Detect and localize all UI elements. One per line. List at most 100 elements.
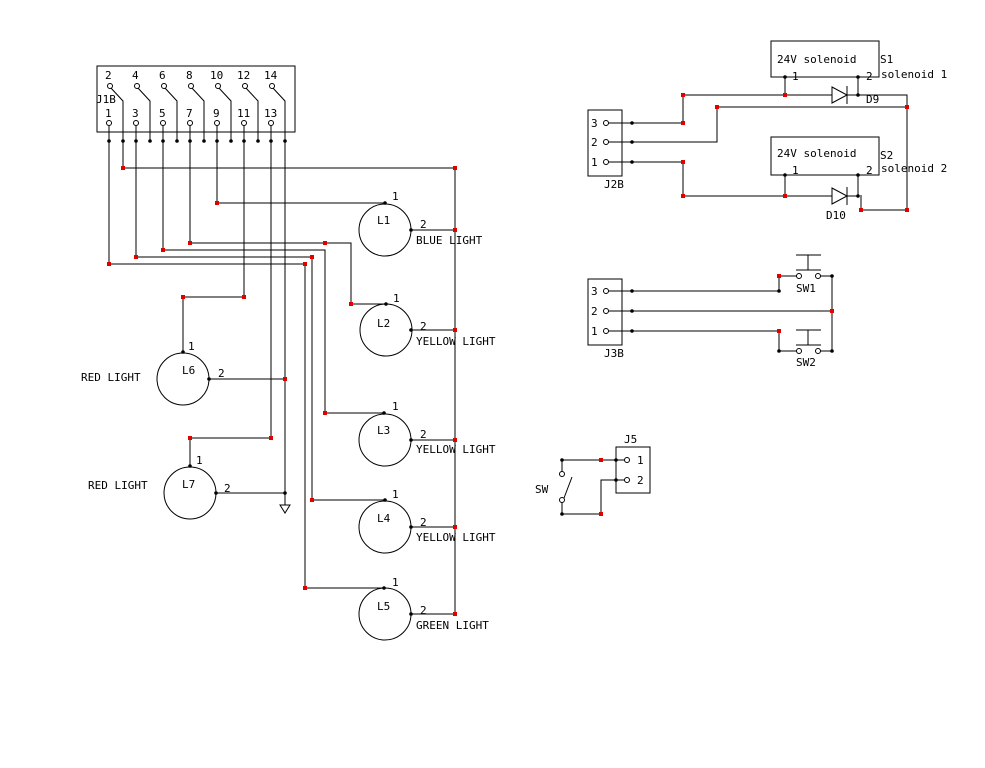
s1-desc: solenoid 1	[881, 68, 947, 81]
lamp-l2-label: YELLOW LIGHT	[416, 335, 496, 348]
connector-j3b[interactable]: 3 2 1 J3B	[587, 278, 624, 360]
lamp-l6-label: RED LIGHT	[81, 371, 141, 384]
switch-sw[interactable]: SW	[535, 471, 573, 503]
connector-j5[interactable]: J5 1 2	[615, 433, 651, 494]
lamp-l5-label: GREEN LIGHT	[416, 619, 489, 632]
svg-text:L5: L5	[377, 600, 390, 613]
j1b-lower-pin-leads	[108, 126, 272, 141]
svg-text:4: 4	[132, 69, 139, 82]
svg-text:2: 2	[866, 164, 873, 177]
lamp-l6[interactable]: L6 1 2 RED LIGHT	[81, 340, 225, 406]
j1b-pin-junctions	[107, 139, 287, 143]
svg-text:2: 2	[420, 516, 427, 529]
j2b-ref: J2B	[604, 178, 624, 191]
svg-text:8: 8	[186, 69, 193, 82]
lamp-l3[interactable]: L3 1 2 YELLOW LIGHT	[358, 400, 496, 467]
svg-text:3: 3	[132, 107, 139, 120]
sw-junction-dots	[560, 458, 618, 516]
j3b-ref: J3B	[604, 347, 624, 360]
svg-text:14: 14	[264, 69, 278, 82]
svg-text:1: 1	[392, 576, 399, 589]
switch-sw2[interactable]: SW2	[796, 329, 821, 369]
lamp-l4[interactable]: L4 1 2 YELLOW LIGHT	[358, 488, 496, 554]
svg-text:13: 13	[264, 107, 277, 120]
svg-text:L3: L3	[377, 424, 390, 437]
lamp-l4-label: YELLOW LIGHT	[416, 531, 496, 544]
j1b-upper-pin-circles	[107, 83, 275, 89]
svg-text:11: 11	[237, 107, 250, 120]
lamp-l5[interactable]: L5 1 2 GREEN LIGHT	[358, 576, 489, 641]
svg-text:L6: L6	[182, 364, 195, 377]
s2-ref: S2	[880, 149, 893, 162]
svg-text:2: 2	[420, 604, 427, 617]
solenoid-s1[interactable]: 24V solenoid 1 2 S1 solenoid 1	[770, 40, 947, 83]
svg-text:2: 2	[866, 70, 873, 83]
ground-symbol	[279, 504, 291, 514]
svg-text:1: 1	[792, 70, 799, 83]
svg-text:L4: L4	[377, 512, 391, 525]
lamp-l1[interactable]: L1 1 2 BLUE LIGHT	[358, 190, 483, 257]
svg-text:24V solenoid: 24V solenoid	[777, 53, 856, 66]
svg-text:2: 2	[420, 320, 427, 333]
svg-text:2: 2	[420, 428, 427, 441]
svg-text:2: 2	[420, 218, 427, 231]
diode-d9[interactable]: D9	[831, 86, 879, 106]
connector-j2b[interactable]: 3 2 1 J2B	[587, 109, 624, 191]
svg-text:3: 3	[591, 285, 598, 298]
lamp-l7-label: RED LIGHT	[88, 479, 148, 492]
solenoid-junction-dots	[630, 75, 860, 198]
svg-text:L2: L2	[377, 317, 390, 330]
svg-text:6: 6	[159, 69, 166, 82]
left-node-markers	[107, 166, 457, 616]
svg-text:J5: J5	[624, 433, 637, 446]
sw-node-markers	[599, 458, 603, 516]
svg-text:1: 1	[591, 325, 598, 338]
svg-text:7: 7	[186, 107, 193, 120]
svg-text:2: 2	[224, 482, 231, 495]
svg-text:2: 2	[105, 69, 112, 82]
j1b-upper-pin-leads	[109, 86, 286, 141]
svg-text:1: 1	[105, 107, 112, 120]
switch-junction-dots	[630, 274, 834, 353]
svg-text:L1: L1	[377, 214, 390, 227]
lamp-l3-label: YELLOW LIGHT	[416, 443, 496, 456]
svg-text:12: 12	[237, 69, 250, 82]
svg-text:1: 1	[392, 400, 399, 413]
lamp-l1-label: BLUE LIGHT	[416, 234, 483, 247]
svg-text:1: 1	[196, 454, 203, 467]
svg-text:SW2: SW2	[796, 356, 816, 369]
svg-text:1: 1	[393, 292, 400, 305]
svg-text:2: 2	[637, 474, 644, 487]
svg-text:1: 1	[392, 190, 399, 203]
switch-sw1[interactable]: SW1	[796, 254, 821, 295]
svg-text:10: 10	[210, 69, 223, 82]
solenoid-node-markers	[681, 93, 909, 212]
lamp-l7[interactable]: L7 1 2 RED LIGHT	[88, 454, 231, 520]
svg-text:2: 2	[591, 136, 598, 149]
svg-text:3: 3	[591, 117, 598, 130]
s1-ref: S1	[880, 53, 893, 66]
connector-j1b[interactable]: J1B 2 4 6 8 10 12 14 1 3 5 7 9 11 13	[96, 65, 296, 143]
svg-text:L7: L7	[182, 478, 195, 491]
solenoid-wiring	[608, 77, 908, 211]
left-junction-dots	[181, 201, 413, 616]
svg-text:2: 2	[591, 305, 598, 318]
svg-text:1: 1	[591, 156, 598, 169]
svg-text:D9: D9	[866, 93, 879, 106]
j1b-lower-pin-circles	[106, 120, 274, 126]
j1b-odd-pin-labels: 1 3 5 7 9 11 13	[105, 107, 277, 120]
lamp-l2[interactable]: L2 1 2 YELLOW LIGHT	[359, 292, 496, 357]
j1b-even-pin-labels: 2 4 6 8 10 12 14	[105, 69, 278, 82]
svg-text:1: 1	[637, 454, 644, 467]
svg-text:D10: D10	[826, 209, 846, 222]
switch-wiring	[608, 275, 833, 352]
diode-d10[interactable]: D10	[826, 187, 858, 222]
svg-text:2: 2	[218, 367, 225, 380]
svg-text:24V solenoid: 24V solenoid	[777, 147, 856, 160]
solenoid-s2[interactable]: 24V solenoid 1 2 S2 solenoid 2	[770, 136, 947, 177]
s2-desc: solenoid 2	[881, 162, 947, 175]
svg-text:1: 1	[792, 164, 799, 177]
j1b-ref: J1B	[96, 93, 116, 106]
switch-node-markers	[777, 274, 834, 333]
